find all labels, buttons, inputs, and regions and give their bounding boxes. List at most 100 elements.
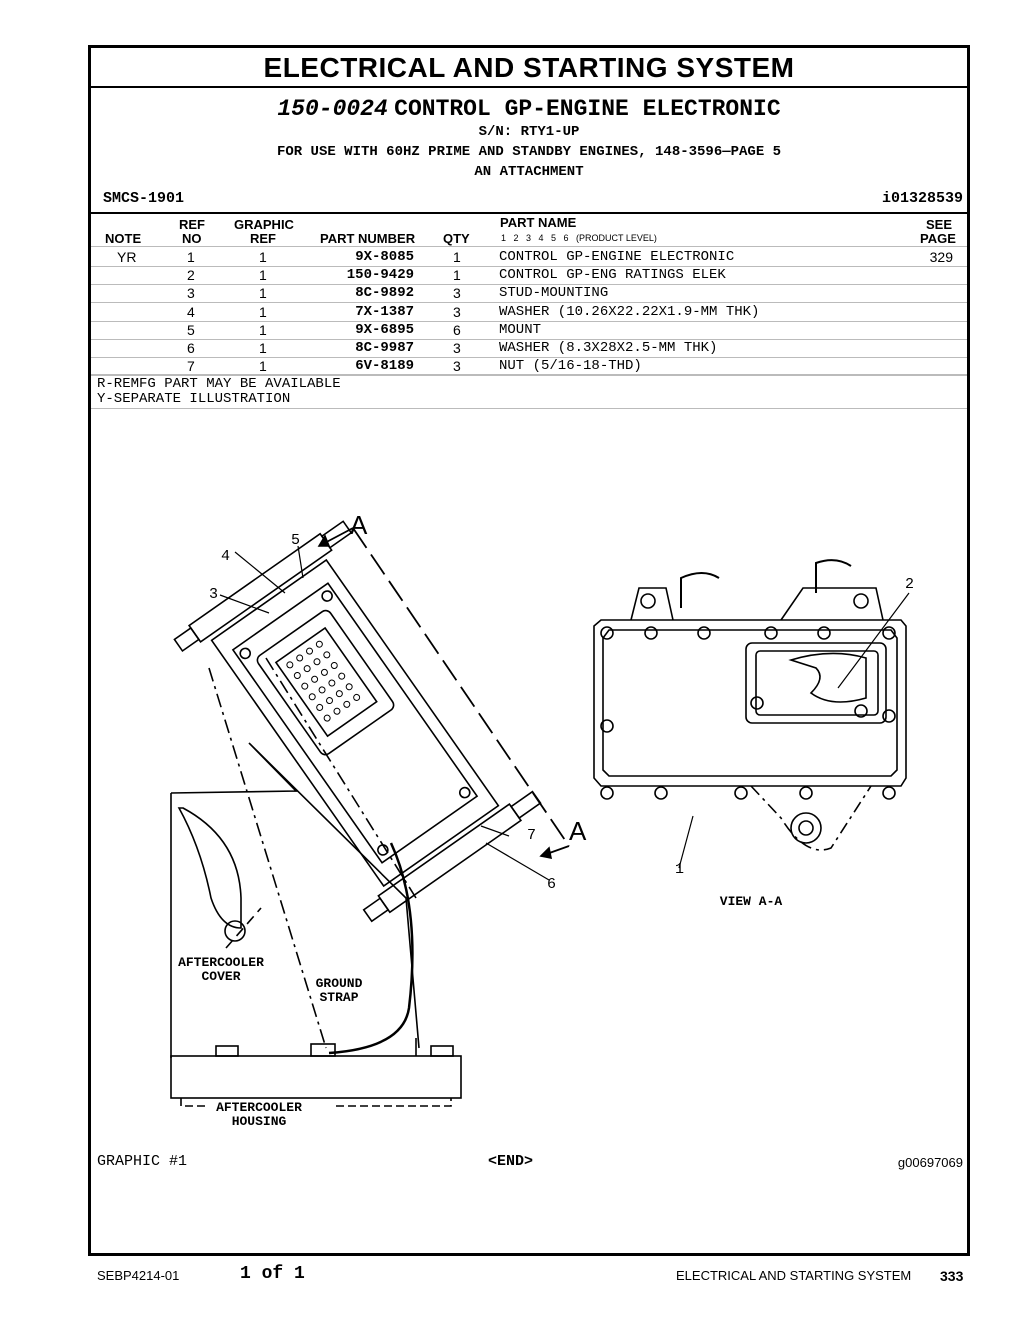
cell-name: WASHER (10.26X22.22X1.9-MM THK) (499, 303, 760, 320)
row-rule (91, 320, 967, 322)
legend-remfg: R-REMFG PART MAY BE AVAILABLE (97, 376, 341, 392)
col-note: NOTE (105, 231, 142, 246)
cell-graphic: 1 (259, 303, 267, 320)
table-row: YR 1 1 9X-8085 1 CONTROL GP-ENGINE ELECTRONIC… (91, 248, 967, 267)
page-frame: ELECTRICAL AND STARTING SYSTEM 150-0024 … (88, 45, 970, 1256)
cell-name: WASHER (8.3X28X2.5-MM THK) (499, 340, 718, 356)
legend-rule (91, 408, 967, 409)
legend-separate-illustration: Y-SEPARATE ILLUSTRATION (97, 391, 291, 407)
cell-qty: 6 (453, 321, 461, 338)
cell-part-number: 8C-9892 (355, 285, 414, 302)
cell-ref: 4 (187, 303, 195, 320)
end-marker: <END> (488, 1153, 534, 1170)
group-number: 150-0024 (277, 96, 388, 122)
cell-part-number: 8C-9987 (355, 340, 414, 356)
cell-ref: 1 (187, 249, 195, 265)
row-rule (91, 375, 967, 377)
parts-illustration: 5 4 3 7 6 2 1 A A VIEW A-A AFTERCOOLER C… (170, 510, 914, 1129)
cell-ref: 2 (187, 267, 195, 284)
table-row: 3 1 8C-9892 3 STUD-MOUNTING (91, 284, 967, 304)
col-qty: QTY (443, 231, 470, 246)
cell-ref: 6 (187, 340, 195, 356)
section-mark-a-top: A (350, 510, 368, 540)
cell-note: YR (117, 249, 137, 265)
cell-qty: 3 (453, 358, 461, 375)
row-rule (91, 266, 967, 267)
cell-graphic: 1 (259, 358, 267, 375)
cell-part-number: 7X-1387 (355, 303, 414, 320)
row-rule (91, 357, 967, 358)
footer-section: ELECTRICAL AND STARTING SYSTEM (676, 1268, 912, 1283)
callout-5: 5 (291, 532, 300, 549)
cell-part-number: 9X-6895 (355, 321, 414, 338)
cell-qty: 3 (453, 340, 461, 356)
row-rule (91, 338, 967, 340)
view-label: VIEW A-A (720, 894, 783, 909)
cell-part-number: 9X-8085 (355, 249, 414, 265)
usage-note: FOR USE WITH 60HZ PRIME AND STANDBY ENGI… (276, 144, 782, 160)
col-ref-bottom: NO (182, 231, 202, 246)
label-aftercooler-cover-2: COVER (201, 969, 240, 984)
label-aftercooler-housing-2: HOUSING (232, 1114, 287, 1129)
table-row: 4 1 7X-1387 3 WASHER (10.26X22.22X1.9-MM THK… (91, 303, 967, 322)
label-aftercooler-housing-1: AFTERCOOLER (216, 1100, 302, 1115)
doc-id: SEBP4214-01 (97, 1268, 180, 1283)
col-graphic-bottom: REF (250, 231, 276, 246)
table-row: 5 1 9X-6895 6 MOUNT (91, 321, 967, 340)
table-row: 2 1 150-9429 1 CONTROL GP-ENG RATINGS ELEK (91, 266, 967, 286)
graphic-label: GRAPHIC #1 (97, 1153, 188, 1170)
col-ref-top: REF (179, 217, 205, 232)
cell-page: 329 (929, 249, 953, 265)
cell-part-number: 150-9429 (346, 267, 414, 284)
header-rule (91, 212, 967, 214)
cell-graphic: 1 (259, 321, 267, 338)
cell-name: CONTROL GP-ENGINE ELECTRONIC (499, 249, 735, 265)
group-name: CONTROL GP-ENGINE ELECTRONIC (394, 96, 781, 122)
col-part-name: PART NAME (500, 215, 577, 230)
page-number: 333 (940, 1268, 964, 1284)
info-id: i01328539 (881, 190, 963, 207)
cell-ref: 5 (187, 321, 195, 338)
cell-qty: 3 (453, 285, 461, 302)
col-see-top: SEE (926, 217, 953, 232)
column-rule (91, 246, 967, 247)
serial-number: S/N: RTY1-UP (478, 124, 580, 140)
row-rule (91, 302, 967, 304)
label-ground-strap-2: STRAP (319, 990, 358, 1005)
cell-graphic: 1 (259, 285, 267, 302)
callout-6: 6 (547, 876, 556, 893)
cell-name: STUD-MOUNTING (499, 285, 609, 302)
cell-part-number: 6V-8189 (355, 358, 414, 375)
table-row: 6 1 8C-9987 3 WASHER (8.3X28X2.5-MM THK) (91, 339, 967, 358)
cell-graphic: 1 (259, 249, 267, 265)
cell-qty: 1 (453, 267, 461, 284)
page-of: 1 of 1 (240, 1264, 305, 1284)
callout-2: 2 (905, 576, 914, 593)
col-product-levels: 1 2 3 4 5 6 (PRODUCT LEVEL) (501, 233, 657, 243)
cell-graphic: 1 (259, 267, 267, 284)
cell-graphic: 1 (259, 340, 267, 356)
smcs-code: SMCS-1901 (103, 190, 185, 207)
col-see-bottom: PAGE (920, 231, 956, 246)
table-end-rule (91, 374, 967, 375)
group-heading: 150-0024 CONTROL GP-ENGINE ELECTRONIC (91, 94, 967, 122)
label-aftercooler-cover-1: AFTERCOOLER (178, 955, 264, 970)
section-mark-a-bottom: A (569, 816, 587, 846)
label-ground-strap-1: GROUND (316, 976, 363, 991)
cell-name: MOUNT (499, 321, 542, 338)
col-part-number: PART NUMBER (320, 231, 416, 246)
cell-name: NUT (5/16-18-THD) (499, 358, 642, 375)
cell-name: CONTROL GP-ENG RATINGS ELEK (499, 267, 726, 284)
cell-qty: 3 (453, 303, 461, 320)
row-rule (91, 284, 967, 286)
cell-ref: 3 (187, 285, 195, 302)
callout-1: 1 (675, 861, 684, 878)
callout-4: 4 (221, 548, 230, 565)
callout-3: 3 (209, 586, 218, 603)
callout-7: 7 (527, 827, 536, 844)
col-graphic-top: GRAPHIC (234, 217, 294, 232)
attachment-note: AN ATTACHMENT (474, 164, 584, 180)
graphic-id: g00697069 (897, 1155, 963, 1170)
cell-qty: 1 (453, 249, 461, 265)
